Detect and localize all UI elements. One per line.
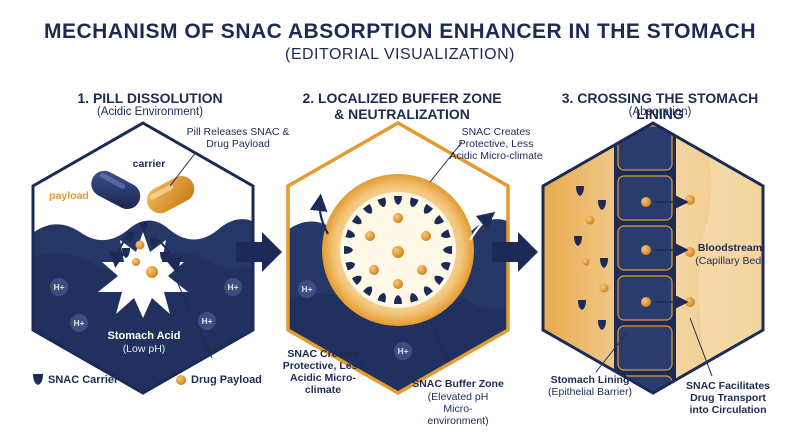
- snac-carrier-mark: [377, 197, 386, 208]
- snac-carrier-mark: [443, 246, 452, 254]
- snac-carrier-mark: [345, 229, 356, 238]
- transport-particles: [641, 195, 695, 309]
- carrier-capsule: [91, 170, 141, 210]
- snac-carrier-mark: [440, 229, 451, 238]
- epithelial-cell: [617, 125, 673, 171]
- legend-carrier-label: SNAC Carrier: [48, 374, 119, 386]
- inner-drug-particles: [365, 213, 431, 289]
- page-title: MECHANISM OF SNAC ABSORPTION ENHANCER IN…: [43, 20, 757, 43]
- label-bloodstream-sub: (Capillary Bed): [695, 255, 765, 267]
- hydrogen-ion: H+: [50, 278, 68, 296]
- panel2-heading-line2: & NEUTRALIZATION: [334, 106, 470, 122]
- panel3-heading: 3. CROSSING THE STOMACH LINING: [561, 90, 759, 122]
- snac-carrier-mark: [345, 262, 356, 271]
- snac-carrier-mark: [363, 203, 373, 214]
- label-stomach-lining-sub: (Epithelial Barrier): [547, 386, 633, 398]
- label-microclimate-top: SNAC Creates Protective, Less Acidic Mic…: [449, 126, 543, 162]
- snac-carrier-mark: [344, 246, 353, 254]
- snac-carrier-mark: [410, 197, 419, 208]
- snac-carrier-mark: [377, 292, 386, 303]
- label-stomach-lining: Stomach Lining: [550, 374, 630, 386]
- hydrogen-ion: H+: [198, 312, 216, 330]
- legend-payload-label: Drug Payload: [191, 374, 262, 386]
- label-buffer-zone-sub: (Elevated pH Micro-environment): [427, 391, 489, 427]
- snac-carrier-mark: [351, 275, 362, 285]
- hydrogen-ion: H+: [70, 314, 88, 332]
- snac-carrier-mark: [410, 292, 419, 303]
- label-pill-release: Pill Releases SNAC & Drug Payload: [186, 126, 290, 150]
- snac-carrier-mark: [423, 286, 433, 297]
- epithelial-cell: [617, 325, 673, 371]
- label-bloodstream: Bloodstream: [697, 242, 763, 254]
- snac-carrier-mark: [363, 286, 373, 297]
- snac-carrier-ring: [344, 196, 452, 304]
- panel2-heading-line1: 2. LOCALIZED BUFFER ZONE: [302, 90, 502, 106]
- label-stomach-acid-sub: (Low pH): [122, 343, 166, 355]
- label-buffer-zone: SNAC Buffer Zone: [412, 378, 504, 390]
- snac-carrier-mark: [434, 215, 445, 225]
- snac-carrier-mark: [440, 262, 451, 271]
- label-carrier: carrier: [132, 158, 166, 170]
- payload-capsule: [147, 175, 195, 214]
- panel1-subheading: (Acidic Environment): [96, 106, 204, 118]
- flow-arrow-1: [236, 232, 282, 272]
- label-drug-transport: SNAC Facilitates Drug Transport into Cir…: [685, 380, 771, 416]
- label-payload: payload: [49, 190, 89, 202]
- snac-carrier-mark: [394, 295, 402, 304]
- label-microclimate-left: SNAC Creates Protective, Less Acidic Mic…: [282, 348, 364, 396]
- panel2-heading: 2. LOCALIZED BUFFER ZONE & NEUTRALIZATIO…: [282, 90, 522, 122]
- snac-carrier-mark: [423, 203, 433, 214]
- label-stomach-acid: Stomach Acid: [107, 330, 181, 342]
- snac-carrier-mark: [351, 215, 362, 225]
- snac-carrier-mark: [434, 275, 445, 285]
- legend-payload-icon: [176, 375, 186, 385]
- lumen-particles: [574, 186, 609, 330]
- legend-carrier-icon: [33, 374, 43, 385]
- panel3-subheading: (Absorption): [628, 106, 692, 118]
- released-particles: [122, 222, 168, 278]
- flow-arrow-2: [492, 232, 538, 272]
- hydrogen-ion: H+: [224, 278, 242, 296]
- snac-carrier-mark: [394, 196, 402, 205]
- hydrogen-ion: H+: [394, 342, 412, 360]
- page-subtitle: (EDITORIAL VISUALIZATION): [284, 46, 515, 63]
- hydrogen-ion: H+: [298, 280, 316, 298]
- panel3-illustration: [541, 121, 765, 395]
- panel1-heading: 1. PILL DISSOLUTION: [77, 90, 223, 106]
